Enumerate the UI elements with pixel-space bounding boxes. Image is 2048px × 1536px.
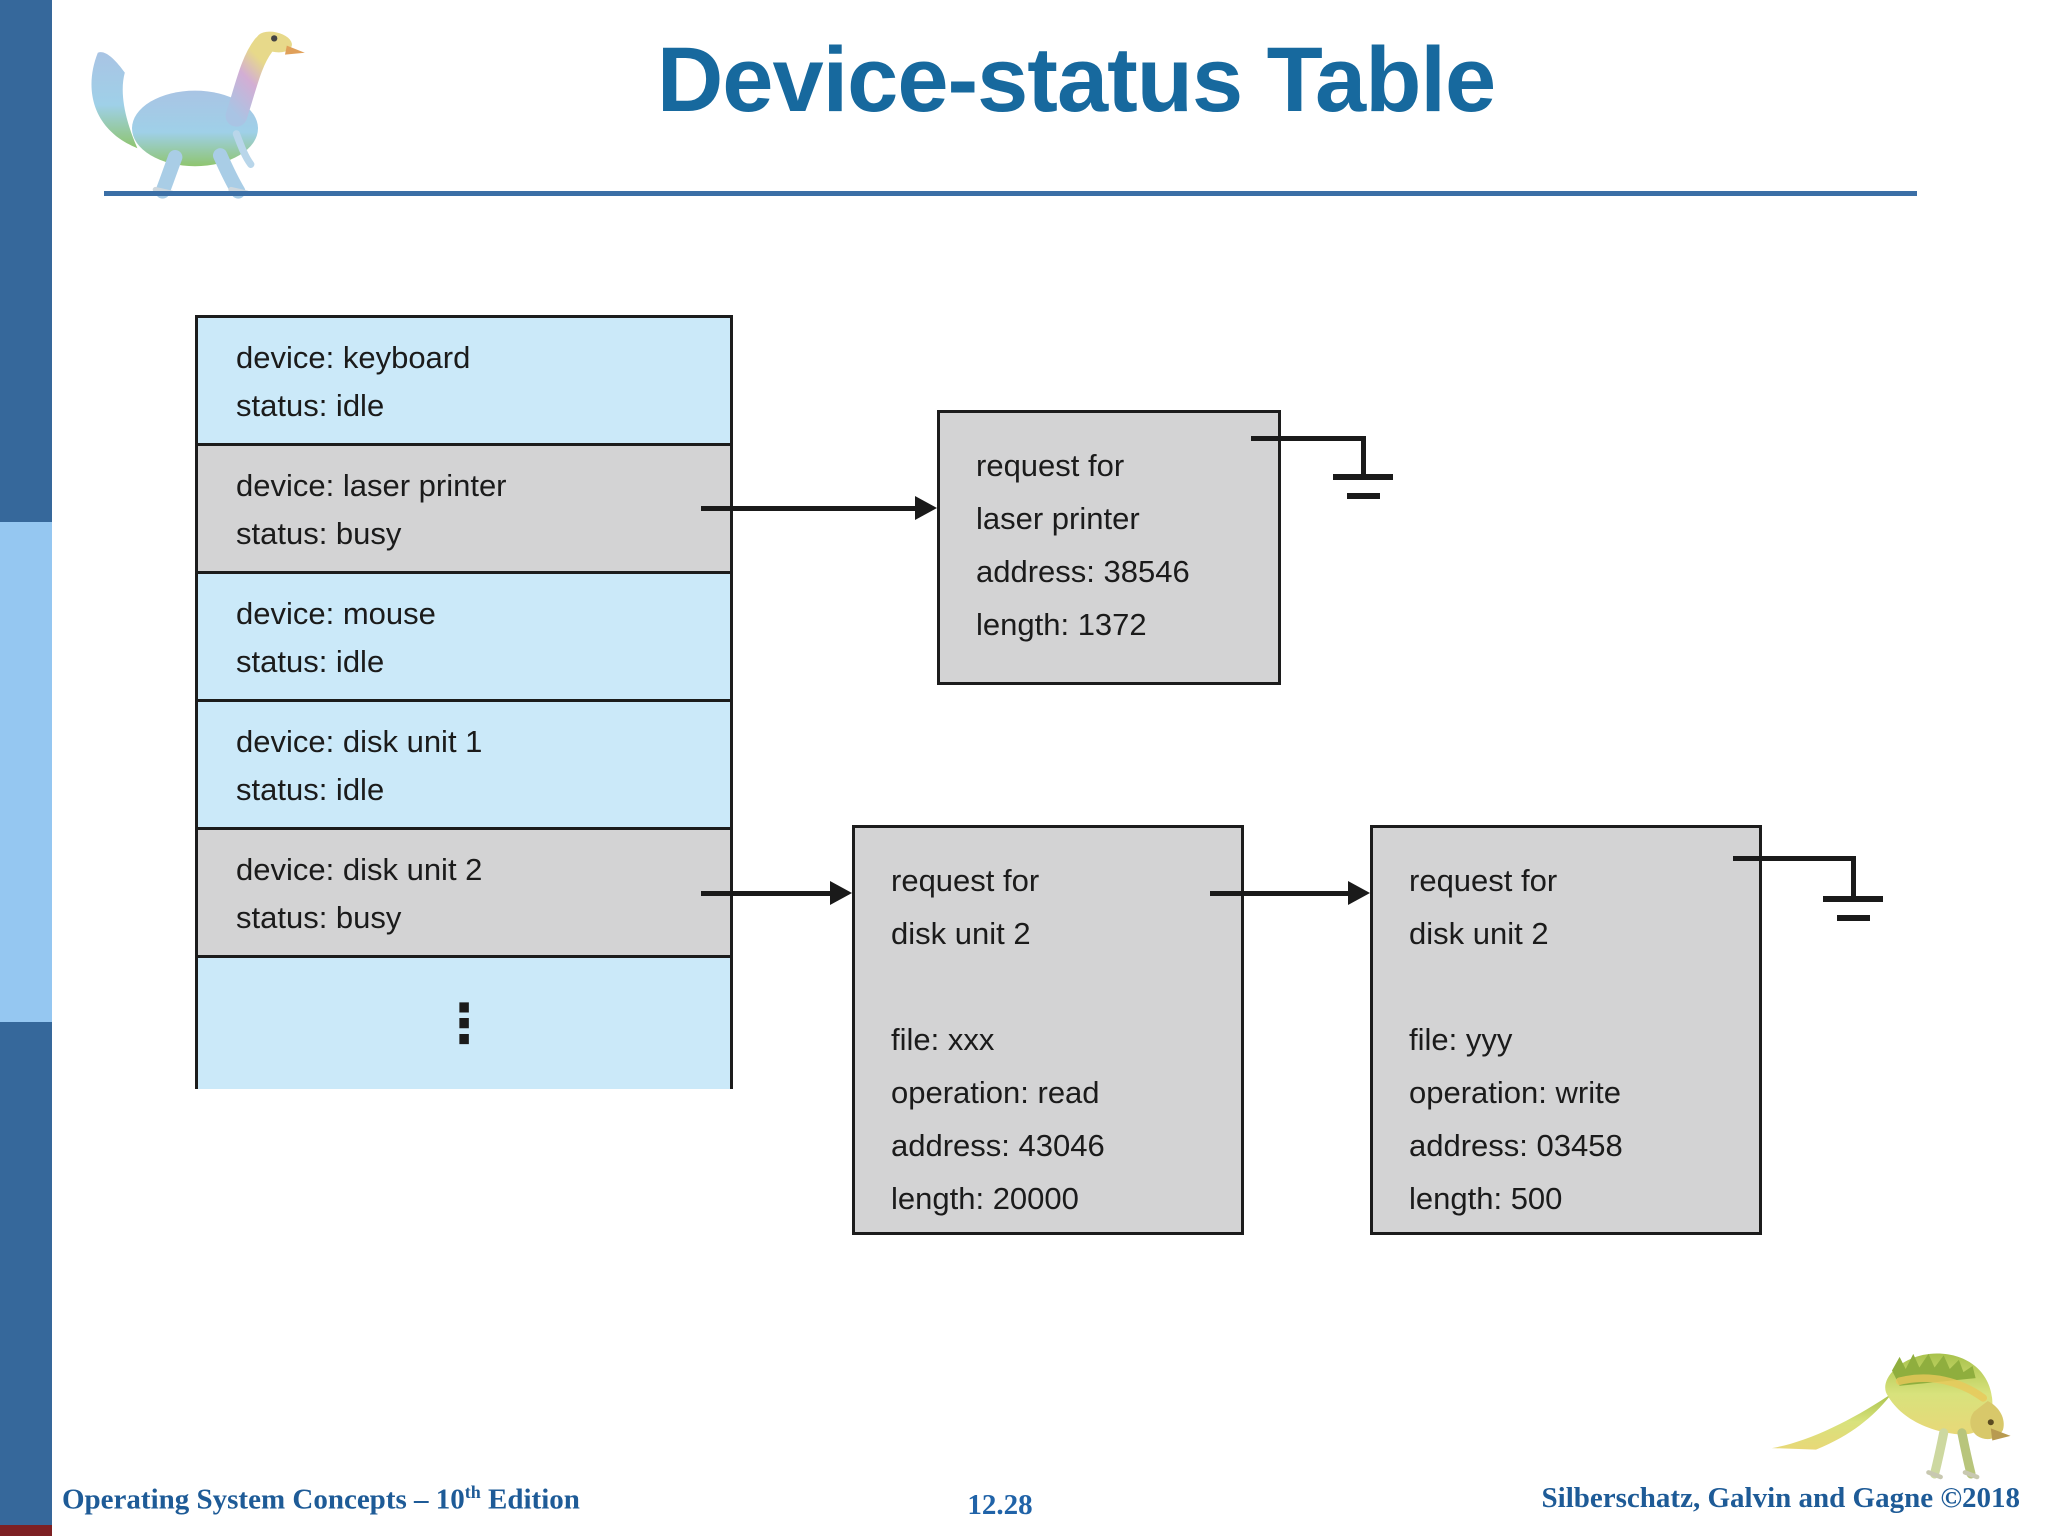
request-length: length: 1372 <box>976 607 1147 642</box>
arrow-disk2-line <box>701 891 830 896</box>
dinosaur-logo-icon <box>91 31 305 199</box>
footer-book-title-main: Operating System Concepts – 10 <box>62 1483 465 1516</box>
request-line: disk unit 2 <box>1409 916 1549 951</box>
spacer <box>1409 960 1759 1013</box>
footer-edition-sup: th <box>464 1482 481 1502</box>
request-box-laser-printer: request for laser printer address: 38546… <box>937 410 1281 685</box>
footer-authors: Silberschatz, Galvin and Gagne ©2018 <box>1541 1482 2020 1514</box>
device-label: device: disk unit 2 <box>236 852 483 887</box>
table-row-keyboard: device: keyboard status: idle <box>198 318 730 446</box>
table-row-disk-unit-1: device: disk unit 1 status: idle <box>198 702 730 830</box>
table-row-disk-unit-2: device: disk unit 2 status: busy <box>198 830 730 958</box>
request-line: request for <box>1409 863 1558 898</box>
ground1-lead-line <box>1251 436 1366 441</box>
request-operation: operation: write <box>1409 1075 1621 1110</box>
footer-page-number: 12.28 <box>967 1489 1033 1521</box>
sidebar-segment-maroon <box>0 1525 52 1536</box>
ground2-bar-icon <box>1823 896 1883 902</box>
device-label: device: mouse <box>236 596 436 631</box>
ellipsis-glyph: ⋮ <box>437 993 491 1054</box>
arrow-laser-printer-line <box>701 506 915 511</box>
request-line: request for <box>976 448 1125 483</box>
arrow-queue-head-icon <box>1348 881 1370 905</box>
status-label: status: busy <box>236 516 402 551</box>
request-box-disk2-first: request for disk unit 2 file: xxx operat… <box>852 825 1244 1235</box>
device-label: device: disk unit 1 <box>236 724 483 759</box>
request-box-disk2-second: request for disk unit 2 file: yyy operat… <box>1370 825 1762 1235</box>
status-label: status: idle <box>236 644 385 679</box>
request-file: file: xxx <box>891 1022 995 1057</box>
status-label: status: busy <box>236 900 402 935</box>
table-row-laser-printer: device: laser printer status: busy <box>198 446 730 574</box>
request-address: address: 43046 <box>891 1128 1105 1163</box>
request-operation: operation: read <box>891 1075 1100 1110</box>
request-file: file: yyy <box>1409 1022 1513 1057</box>
footer-book-title: Operating System Concepts – 10th Edition <box>62 1482 580 1517</box>
sidebar-segment-middle <box>0 522 52 1022</box>
ground2-drop-line <box>1851 856 1856 900</box>
status-label: status: idle <box>236 772 385 807</box>
arrow-disk2-head-icon <box>830 881 852 905</box>
request-line: request for <box>891 863 1040 898</box>
ground1-drop-line <box>1361 436 1366 478</box>
arrow-queue-line <box>1210 891 1348 896</box>
sidebar-segment-top <box>0 0 52 522</box>
status-label: status: idle <box>236 388 385 423</box>
device-label: device: keyboard <box>236 340 471 375</box>
page-title: Device-status Table <box>656 29 1496 131</box>
dinosaur-footer-icon <box>1771 1353 2011 1480</box>
title-underline <box>104 191 1917 196</box>
ground2-lead-line <box>1733 856 1856 861</box>
spacer <box>891 960 1241 1013</box>
table-row-ellipsis: ⋮ <box>198 958 730 1089</box>
ground2-bar2-icon <box>1837 915 1870 921</box>
ground1-bar2-icon <box>1347 493 1380 499</box>
request-address: address: 38546 <box>976 554 1190 589</box>
table-row-mouse: device: mouse status: idle <box>198 574 730 702</box>
device-status-table: device: keyboard status: idle device: la… <box>195 315 733 1089</box>
device-label: device: laser printer <box>236 468 507 503</box>
footer-book-title-rest: Edition <box>480 1483 580 1516</box>
ground1-bar-icon <box>1333 474 1393 480</box>
request-line: laser printer <box>976 501 1140 536</box>
request-line: disk unit 2 <box>891 916 1031 951</box>
request-length: length: 20000 <box>891 1181 1079 1216</box>
request-length: length: 500 <box>1409 1181 1563 1216</box>
request-address: address: 03458 <box>1409 1128 1623 1163</box>
sidebar-segment-bottom <box>0 1022 52 1525</box>
arrow-laser-printer-head-icon <box>915 496 937 520</box>
